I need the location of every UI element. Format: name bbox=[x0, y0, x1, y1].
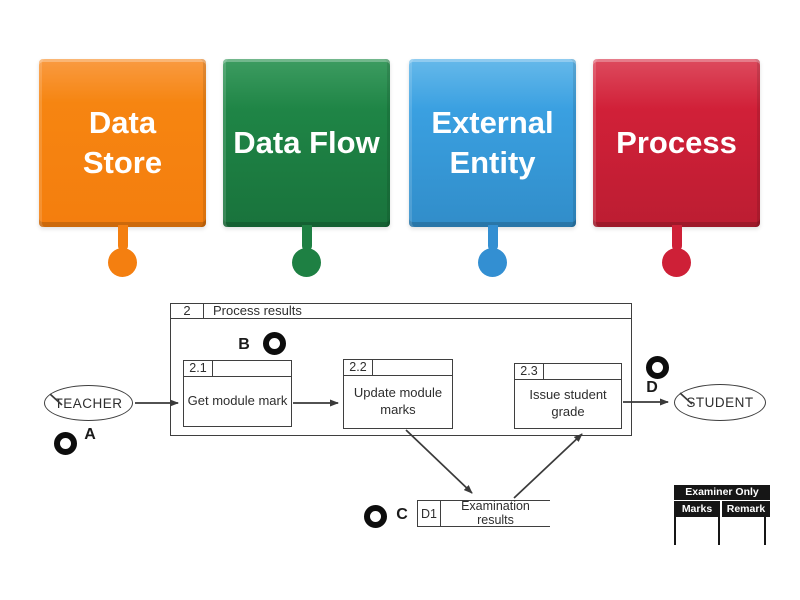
spot-letter-d: D bbox=[646, 379, 658, 396]
label-card-data-flow[interactable]: Data Flow bbox=[223, 59, 390, 282]
label-card-external-entity[interactable]: External Entity bbox=[409, 59, 576, 282]
external-entity-student: STUDENT bbox=[674, 384, 766, 421]
process-name: Issue student grade bbox=[529, 387, 607, 419]
process-box-header: 2.3 bbox=[515, 364, 621, 380]
pin-dot bbox=[292, 248, 321, 277]
drop-spot-c[interactable] bbox=[364, 505, 387, 528]
process-box-header: 2.2 bbox=[344, 360, 452, 376]
data-store-name: Examination results bbox=[461, 499, 530, 527]
data-store-id: D1 bbox=[418, 501, 441, 526]
pin-dot bbox=[478, 248, 507, 277]
process-box-header: 2.1 bbox=[184, 361, 291, 377]
examiner-cell-marks bbox=[674, 517, 720, 545]
process-name: Get module mark bbox=[187, 393, 288, 409]
process-number: 2.3 bbox=[515, 364, 544, 379]
pin-stem bbox=[117, 225, 128, 251]
flow-2-2-to-d1 bbox=[405, 429, 473, 494]
external-entity-teacher: TEACHER bbox=[44, 385, 133, 421]
flow-d1-to-2-3 bbox=[513, 433, 583, 499]
examiner-cell-remark bbox=[720, 517, 766, 545]
examiner-table-body bbox=[674, 517, 770, 545]
examiner-table-title: Examiner Only bbox=[674, 485, 770, 500]
pin-dot bbox=[108, 248, 137, 277]
process-name: Update module marks bbox=[353, 385, 443, 417]
data-store-d1: D1 Examination results bbox=[417, 500, 550, 527]
examiner-table-columns: Marks Remark bbox=[674, 501, 770, 517]
spot-letter-b: B bbox=[238, 336, 250, 353]
label-card-text: Data Store bbox=[82, 105, 163, 180]
examiner-table: Examiner Only Marks Remark bbox=[674, 485, 770, 545]
label-card-text: Process bbox=[616, 125, 737, 161]
context-process-header: 2 Process results bbox=[171, 304, 631, 319]
examiner-col-remark: Remark bbox=[722, 501, 770, 517]
pin-dot bbox=[662, 248, 691, 277]
process-box-2-2: 2.2 Update module marks bbox=[343, 359, 453, 429]
pin-stem bbox=[671, 225, 682, 251]
drop-spot-d[interactable] bbox=[646, 356, 669, 379]
label-card-process[interactable]: Process bbox=[593, 59, 760, 282]
label-card-data-store[interactable]: Data Store bbox=[39, 59, 206, 282]
spot-letter-c: C bbox=[396, 506, 408, 523]
context-process-number: 2 bbox=[171, 304, 204, 318]
pin-stem bbox=[487, 225, 498, 251]
context-process-title: Process results bbox=[213, 303, 302, 318]
process-number: 2.1 bbox=[184, 361, 213, 376]
context-process-box: 2 Process results bbox=[170, 303, 632, 436]
examiner-col-marks: Marks bbox=[674, 501, 720, 517]
process-box-2-3: 2.3 Issue student grade bbox=[514, 363, 622, 429]
process-box-2-1: 2.1 Get module mark bbox=[183, 360, 292, 427]
label-card-text: External Entity bbox=[431, 105, 554, 180]
spot-letter-a: A bbox=[84, 426, 96, 443]
label-card-text: Data Flow bbox=[233, 125, 380, 161]
pin-stem bbox=[301, 225, 312, 251]
drop-spot-a[interactable] bbox=[54, 432, 77, 455]
drop-spot-b[interactable] bbox=[263, 332, 286, 355]
process-number: 2.2 bbox=[344, 360, 373, 375]
